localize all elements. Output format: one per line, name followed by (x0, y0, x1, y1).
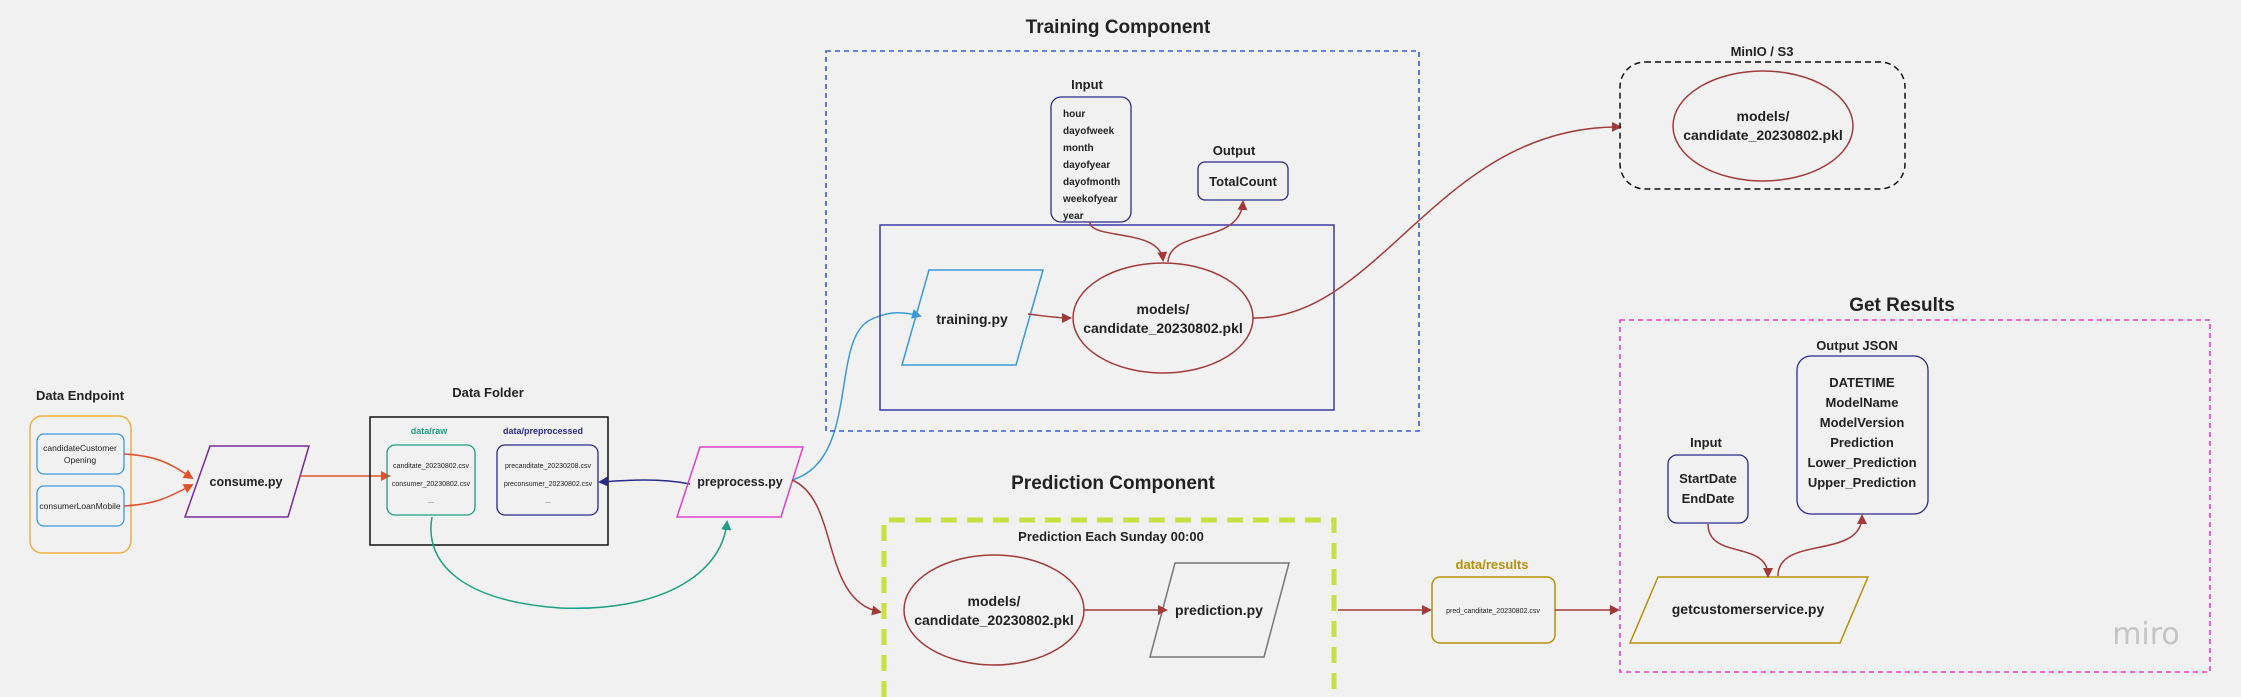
prediction-title: Prediction Component (1011, 473, 1215, 494)
results-data: data/results pred_canditate_20230802.csv (1431, 557, 1556, 644)
pre-file-2: preconsumer_20230802.csv (504, 481, 593, 488)
prediction-script-node[interactable]: prediction.py (1149, 562, 1290, 658)
endpoint-consumer-loan[interactable]: consumerLoanMobile (36, 485, 125, 527)
service-node[interactable]: getcustomerservice.py (1628, 576, 1870, 644)
arrow-model-to-storage (1252, 121, 1622, 319)
pre-file-3: ... (545, 498, 551, 505)
get-results: Get Results Input StartDate EndDate Outp… (1619, 295, 2211, 673)
output-json-title: Output JSON (1816, 338, 1898, 353)
arrow-preprocess-to-preprocessed (598, 476, 691, 487)
training-container[interactable] (825, 50, 1420, 432)
arrow-input-to-service (1707, 523, 1773, 578)
input-feature-3: month (1063, 143, 1094, 154)
input-feature-4: dayofyear (1063, 160, 1110, 171)
output-field-4: Prediction (1830, 435, 1894, 450)
storage-model-line2: candidate_20230802.pkl (1683, 127, 1843, 143)
training-script-label: training.py (936, 311, 1008, 327)
arrow-preprocess-to-training (791, 309, 922, 481)
input-feature-2: dayofweek (1063, 126, 1115, 137)
training-process-box[interactable] (879, 224, 1335, 411)
data-preprocessed-title: data/preprocessed (503, 426, 583, 436)
prediction-model-node[interactable]: models/ candidate_20230802.pkl (903, 554, 1085, 666)
endpoint-candidate-customer[interactable]: candidateCustomer Opening (36, 433, 125, 475)
arrow-service-to-output (1777, 514, 1867, 577)
endpoint-candidate-line2: Opening (64, 455, 96, 465)
storage-title: MinIO / S3 (1731, 44, 1794, 59)
training-output-value: TotalCount (1209, 174, 1277, 189)
data-folder-title: Data Folder (452, 385, 524, 400)
arrow-raw-to-preprocess (430, 516, 732, 610)
output-field-6: Upper_Prediction (1808, 475, 1916, 490)
data-endpoint: Data Endpoint candidateCustomer Opening … (29, 388, 132, 554)
get-results-container[interactable] (1619, 319, 2211, 673)
pre-file-1: precanditate_20230208.csv (505, 463, 592, 470)
prediction-container[interactable] (881, 517, 1337, 697)
data-endpoint-title: Data Endpoint (36, 388, 125, 403)
miro-watermark: miro (2112, 617, 2180, 652)
input-feature-5: dayofmonth (1063, 177, 1120, 188)
training-title: Training Component (1026, 17, 1211, 38)
training-input-box[interactable]: hour dayofweek month dayofyear dayofmont… (1050, 96, 1132, 223)
get-results-title: Get Results (1849, 295, 1955, 316)
output-field-1: DATETIME (1829, 375, 1895, 390)
prediction-model-line2: candidate_20230802.pkl (914, 612, 1074, 628)
service-label: getcustomerservice.py (1672, 601, 1825, 617)
prediction-component: Prediction Component Prediction Each Sun… (881, 473, 1337, 697)
storage-model-node[interactable]: models/ candidate_20230802.pkl (1672, 70, 1854, 182)
arrow-training-to-model (1027, 312, 1072, 323)
results-data-box[interactable]: pred_canditate_20230802.csv (1431, 576, 1556, 644)
get-results-input-title: Input (1690, 435, 1722, 450)
arrow-endpoint2-to-consume (123, 484, 194, 507)
input-feature-1: hour (1063, 109, 1085, 120)
input-feature-6: weekofyear (1062, 194, 1118, 205)
consume-node[interactable]: consume.py (183, 445, 311, 518)
prediction-schedule: Prediction Each Sunday 00:00 (1018, 529, 1204, 544)
training-output-box[interactable]: TotalCount (1197, 161, 1289, 201)
input-start-date: StartDate (1679, 471, 1737, 486)
arrow-preprocess-to-prediction (791, 479, 882, 616)
raw-file-1: canditate_20230802.csv (393, 463, 469, 470)
training-model-node[interactable]: models/ candidate_20230802.pkl (1072, 262, 1254, 374)
arrow-input-to-model (1089, 221, 1168, 262)
data-preprocessed-box[interactable]: precanditate_20230208.csv preconsumer_20… (496, 444, 599, 516)
output-field-3: ModelVersion (1820, 415, 1905, 430)
prediction-model-line1: models/ (968, 593, 1021, 609)
arrow-endpoint1-to-consume (123, 453, 194, 480)
prediction-script-label: prediction.py (1175, 602, 1263, 618)
output-json-box[interactable]: DATETIME ModelName ModelVersion Predicti… (1796, 355, 1929, 515)
raw-file-2: consumer_20230802.csv (392, 481, 471, 488)
data-raw-title: data/raw (411, 426, 449, 436)
arrow-model-to-output (1167, 200, 1248, 263)
data-endpoint-container[interactable] (29, 415, 132, 554)
data-folder: Data Folder data/raw canditate_20230802.… (369, 385, 609, 546)
training-model-line1: models/ (1137, 301, 1190, 317)
storage-minio: MinIO / S3 models/ candidate_20230802.pk… (1619, 44, 1906, 190)
consume-label: consume.py (210, 475, 283, 489)
results-file: pred_canditate_20230802.csv (1446, 608, 1540, 615)
endpoint-candidate-line1: candidateCustomer (43, 443, 117, 453)
input-feature-7: year (1063, 211, 1084, 222)
preprocess-label: preprocess.py (697, 475, 783, 489)
data-raw-box[interactable]: canditate_20230802.csv consumer_20230802… (386, 444, 476, 516)
raw-file-3: ... (428, 498, 434, 505)
storage-container[interactable] (1619, 61, 1906, 190)
training-script-node[interactable]: training.py (901, 269, 1044, 366)
input-end-date: EndDate (1682, 491, 1735, 506)
storage-model-line1: models/ (1737, 108, 1790, 124)
endpoint-consumer-label: consumerLoanMobile (39, 501, 121, 511)
training-input-title: Input (1071, 77, 1103, 92)
preprocess-node[interactable]: preprocess.py (675, 446, 805, 518)
training-output-title: Output (1213, 143, 1256, 158)
results-data-title: data/results (1456, 557, 1529, 572)
get-results-input-box[interactable]: StartDate EndDate (1667, 454, 1749, 524)
training-component: Training Component Input hour dayofweek … (825, 17, 1420, 432)
output-field-5: Lower_Prediction (1807, 455, 1916, 470)
output-field-2: ModelName (1826, 395, 1899, 410)
training-model-line2: candidate_20230802.pkl (1083, 320, 1243, 336)
